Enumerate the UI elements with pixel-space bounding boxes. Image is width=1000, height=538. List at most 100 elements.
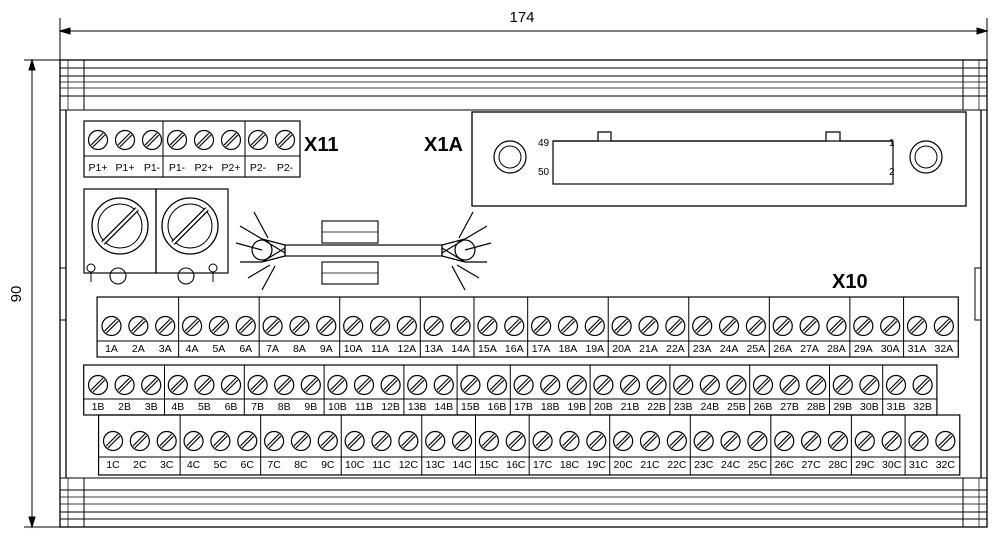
x10-terminal-label: 7C xyxy=(267,459,281,471)
x10-terminal-label: 26C xyxy=(775,459,795,471)
x10-terminal-label: 21C xyxy=(640,459,660,471)
x11-terminal-label: P1+ xyxy=(89,162,108,174)
screw-terminal xyxy=(559,430,580,452)
screw-terminal xyxy=(156,430,177,452)
screw-terminal xyxy=(774,430,795,452)
x11-terminal-label: P1- xyxy=(169,162,186,174)
x10-terminal-label: 28B xyxy=(807,401,826,413)
x1a-pin-2: 2 xyxy=(889,167,895,178)
screw-terminal xyxy=(300,374,321,396)
x10-terminal-label: 24C xyxy=(721,459,741,471)
x10-terminal-label: 23A xyxy=(693,343,712,355)
x1a-pin-50: 50 xyxy=(538,167,550,178)
screw-terminal xyxy=(504,315,525,337)
x10-terminal-label: 26B xyxy=(754,401,773,413)
screw-terminal xyxy=(540,374,561,396)
screw-terminal xyxy=(557,315,579,337)
screw-terminal xyxy=(290,430,312,452)
screw-terminal xyxy=(699,374,720,396)
screw-terminal xyxy=(505,430,526,452)
x10-terminal-label: 8C xyxy=(294,459,308,471)
screw-terminal xyxy=(235,315,256,337)
screw-terminal xyxy=(906,315,928,337)
screw-terminal xyxy=(665,315,686,337)
screw-terminal xyxy=(371,430,392,452)
x10-terminal-label: 27A xyxy=(800,343,819,355)
screw-terminal xyxy=(396,315,417,337)
x10-terminal-label: 12B xyxy=(381,401,400,413)
x11-terminal-label: P2+ xyxy=(222,162,241,174)
heatsink xyxy=(235,211,492,291)
screw-terminal xyxy=(247,374,268,396)
x10-terminal-label: 2B xyxy=(118,401,131,413)
screw-terminal xyxy=(638,315,659,337)
x1a-pin-1: 1 xyxy=(889,138,895,149)
screw-terminal xyxy=(128,315,149,337)
x10-terminal-label: 10B xyxy=(328,401,347,413)
screw-terminal xyxy=(407,374,428,396)
screw-terminal xyxy=(274,129,296,151)
screw-terminal xyxy=(264,430,285,452)
screw-terminal xyxy=(532,430,553,452)
screw-terminal xyxy=(262,315,283,337)
x10-terminal-label: 31C xyxy=(909,459,929,471)
screw-terminal xyxy=(720,430,741,452)
x11-terminal-label: P1- xyxy=(144,162,161,174)
fuse-holders xyxy=(83,188,229,285)
x10-terminal-label: 4B xyxy=(171,401,184,413)
x10-terminal-label: 15B xyxy=(461,401,480,413)
screw-terminal xyxy=(586,430,607,452)
screw-terminal xyxy=(87,374,109,396)
screw-terminal xyxy=(477,315,498,337)
screw-terminal xyxy=(885,374,907,396)
screw-terminal xyxy=(327,374,348,396)
x10-terminal-label: 30A xyxy=(881,343,900,355)
x10-terminal-label: 1B xyxy=(92,401,105,413)
x10-terminal-label: 25A xyxy=(747,343,766,355)
x10-terminal-label: 19B xyxy=(567,401,586,413)
x11-terminal-label: P1+ xyxy=(116,162,135,174)
screw-terminal xyxy=(646,374,667,396)
screw-terminal xyxy=(513,374,534,396)
x10-terminal-label: 21B xyxy=(621,401,640,413)
screw-terminal xyxy=(826,315,847,337)
screw-terminal xyxy=(613,430,634,452)
screw-terminal xyxy=(289,315,310,337)
screw-terminal xyxy=(274,374,295,396)
screw-terminal xyxy=(666,430,687,452)
screw-terminal xyxy=(210,430,231,452)
x10-terminal-label: 14B xyxy=(434,401,453,413)
screw-terminal xyxy=(423,315,444,337)
screw-terminal xyxy=(478,430,499,452)
screw-terminal xyxy=(450,315,471,337)
x10-terminal-label: 12A xyxy=(398,343,417,355)
x10-terminal-label: 6C xyxy=(241,459,255,471)
x10-terminal-label: 23C xyxy=(694,459,714,471)
screw-terminal xyxy=(859,374,880,396)
x10-terminal-label: 29C xyxy=(855,459,875,471)
x10-terminal-label: 17A xyxy=(532,343,551,355)
x10-terminal-label: 1A xyxy=(105,343,118,355)
screw-terminal xyxy=(593,374,614,396)
screw-terminal xyxy=(827,430,849,452)
x10-terminal-label: 21A xyxy=(639,343,658,355)
x11-terminal-label: P2- xyxy=(250,162,267,174)
screw-terminal xyxy=(639,430,661,452)
x10-terminal-label: 20A xyxy=(612,343,631,355)
x11-terminal-block: P1+P1+P1-P1-P2+P2+P2-P2- xyxy=(83,120,301,178)
x10-terminal-label: 31B xyxy=(887,401,906,413)
screw-terminal xyxy=(155,315,176,337)
x10-terminal-label: 25B xyxy=(727,401,746,413)
x10-terminal-label: 10A xyxy=(344,343,363,355)
screw-terminal xyxy=(460,374,481,396)
x11-label: X11 xyxy=(304,134,338,156)
screw-terminal xyxy=(220,129,242,151)
x10-terminal-label: 32B xyxy=(913,401,932,413)
screw-terminal xyxy=(433,374,454,396)
screw-terminal xyxy=(369,315,391,337)
x10-terminal-label: 2A xyxy=(132,343,145,355)
x10-terminal-label: 27C xyxy=(801,459,821,471)
